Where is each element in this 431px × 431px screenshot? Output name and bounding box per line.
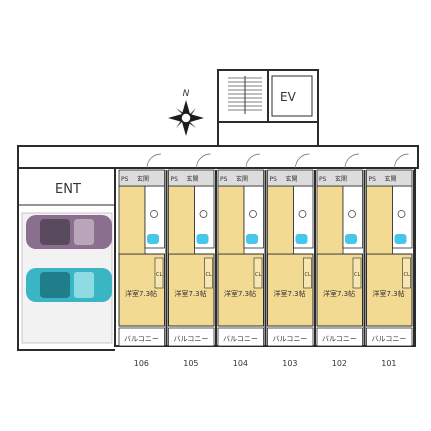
bathtub xyxy=(147,234,159,244)
ev-label: EV xyxy=(280,90,297,104)
unit-number: 106 xyxy=(134,359,149,368)
door-swing xyxy=(394,153,409,169)
compass-icon: N xyxy=(168,89,204,136)
balcony-label: バルコニー xyxy=(223,335,258,343)
kitchen-area xyxy=(217,185,245,255)
ps-label: PS xyxy=(270,176,278,183)
room-label: 洋室7.3帖 xyxy=(274,289,306,298)
balcony-label: バルコニー xyxy=(322,335,357,343)
genkan-label: 玄関 xyxy=(385,175,397,183)
toilet xyxy=(397,210,406,218)
door-swing xyxy=(146,153,162,169)
balcony-label: バルコニー xyxy=(372,335,407,343)
balcony xyxy=(118,327,165,347)
genkan-label: 玄関 xyxy=(137,175,149,183)
stairwell xyxy=(228,76,262,114)
kitchen-area xyxy=(168,185,195,255)
toilet xyxy=(249,210,257,218)
toilet xyxy=(199,210,208,218)
closet-label: CL xyxy=(305,272,311,278)
door-swing xyxy=(196,153,211,169)
genkan xyxy=(168,169,215,187)
room-label: 洋室7.3帖 xyxy=(323,289,355,298)
bathtub xyxy=(295,234,308,244)
closet xyxy=(352,257,362,289)
balcony xyxy=(217,327,264,347)
balcony xyxy=(316,327,363,347)
ps-label: PS xyxy=(121,176,129,183)
ps-label: PS xyxy=(369,176,377,183)
door-swing xyxy=(295,153,310,169)
toilet xyxy=(150,210,158,218)
genkan-label: 玄関 xyxy=(187,175,199,183)
bathtub xyxy=(196,234,209,244)
closet xyxy=(402,257,411,289)
entrance-label: ENT xyxy=(55,182,81,197)
genkan-label: 玄関 xyxy=(335,175,347,183)
unit-number: 104 xyxy=(233,359,248,368)
genkan-label: 玄関 xyxy=(236,175,248,183)
kitchen-area xyxy=(366,185,393,255)
closet-label: CL xyxy=(255,272,261,278)
closet xyxy=(154,257,164,289)
genkan xyxy=(118,169,165,187)
closet-label: CL xyxy=(354,272,360,278)
kitchen-area xyxy=(316,185,344,255)
car-purple xyxy=(26,215,112,249)
closet-label: CL xyxy=(156,272,162,278)
unit-number: 105 xyxy=(183,359,198,368)
genkan xyxy=(316,169,363,187)
genkan xyxy=(267,169,314,187)
room-label: 洋室7.3帖 xyxy=(224,289,256,298)
unit-number: 102 xyxy=(332,359,347,368)
car-teal xyxy=(26,268,112,302)
ps-label: PS xyxy=(220,176,228,183)
toilet xyxy=(348,210,356,218)
unit-number: 101 xyxy=(381,359,396,368)
genkan xyxy=(366,169,413,187)
genkan-label: 玄関 xyxy=(286,175,298,183)
kitchen-area xyxy=(267,185,294,255)
room-label: 洋室7.3帖 xyxy=(373,289,405,298)
closet xyxy=(303,257,312,289)
balcony xyxy=(168,327,215,347)
elevator: EV xyxy=(271,75,313,117)
balcony-label: バルコニー xyxy=(273,335,308,343)
compass-north-label: N xyxy=(183,89,190,99)
parking-area xyxy=(18,204,115,344)
ps-label: PS xyxy=(319,176,327,183)
toilet xyxy=(298,210,307,218)
balcony-label: バルコニー xyxy=(124,335,159,343)
balcony xyxy=(267,327,314,347)
balcony xyxy=(366,327,413,347)
kitchen-area xyxy=(118,185,146,255)
balcony-label: バルコニー xyxy=(174,335,209,343)
room-label: 洋室7.3帖 xyxy=(175,289,207,298)
closet-label: CL xyxy=(206,272,212,278)
room-label: 洋室7.3帖 xyxy=(125,289,157,298)
closet xyxy=(253,257,263,289)
door-swing xyxy=(344,153,360,169)
closet xyxy=(204,257,213,289)
unit-number: 103 xyxy=(282,359,297,368)
closet-label: CL xyxy=(404,272,410,278)
ps-label: PS xyxy=(171,176,179,183)
bathtub xyxy=(394,234,407,244)
bathtub xyxy=(345,234,357,244)
door-swing xyxy=(245,153,261,169)
genkan xyxy=(217,169,264,187)
bathtub xyxy=(246,234,258,244)
